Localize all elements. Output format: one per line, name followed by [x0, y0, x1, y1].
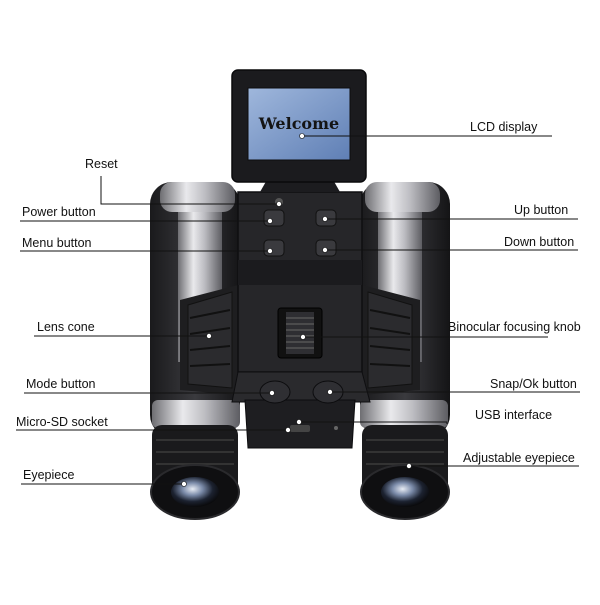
right-barrel-top-ring: [365, 182, 440, 212]
dot-eyepiece: [181, 481, 187, 487]
dot-usb-interface: [296, 419, 302, 425]
center-body: [231, 191, 371, 449]
right-lens-cone: [362, 285, 420, 395]
center-lower-plate: [231, 371, 371, 403]
mode-button[interactable]: [259, 380, 291, 404]
label-eyepiece: Eyepiece: [23, 468, 75, 482]
label-binocular-focusing-knob: Binocular focusing knob: [448, 320, 581, 334]
right-eyepiece: [360, 425, 450, 520]
left-barrel-lower-ring: [152, 400, 240, 428]
dot-micro-sd: [285, 427, 291, 433]
label-adjustable-eyepiece: Adjustable eyepiece: [463, 451, 575, 465]
label-snap-ok-button: Snap/Ok button: [490, 377, 577, 391]
left-lens-cone: [180, 285, 238, 395]
left-eyepiece: [150, 425, 240, 520]
line-reset: [100, 176, 279, 205]
dot-snap-ok-button: [327, 389, 333, 395]
lcd-screen: [247, 87, 351, 161]
label-usb-interface: USB interface: [475, 408, 553, 422]
label-down-button: Down button: [504, 235, 575, 249]
dot-mode-button: [269, 390, 275, 396]
dot-reset: [276, 201, 282, 207]
dot-lens-cone: [206, 333, 212, 339]
label-lcd-display: LCD display: [470, 120, 538, 134]
label-menu-button: Menu button: [22, 236, 92, 250]
line-usb-interface: [299, 421, 448, 424]
dot-up-button: [322, 216, 328, 222]
dot-menu-button: [267, 248, 273, 254]
lcd-welcome-text: Welcome: [258, 114, 339, 133]
callout-lines: [16, 135, 580, 485]
label-power-button: Power button: [22, 205, 96, 219]
usb-port: [290, 425, 310, 432]
label-micro-sd-socket: Micro-SD socket: [16, 415, 108, 429]
label-mode-button: Mode button: [26, 377, 96, 391]
center-divider: [238, 260, 362, 285]
callout-dots: [181, 133, 412, 487]
menu-button[interactable]: [263, 239, 285, 257]
dot-focusing-knob: [300, 334, 306, 340]
focusing-knob[interactable]: [277, 307, 323, 359]
right-barrel-lower-ring: [360, 400, 448, 428]
lcd-flip-screen: Welcome: [231, 69, 367, 192]
indicator-light: [334, 426, 338, 430]
dot-adjustable-eyepiece: [406, 463, 412, 469]
left-barrel-top-ring: [160, 182, 235, 212]
label-up-button: Up button: [514, 203, 569, 217]
label-lens-cone: Lens cone: [37, 320, 95, 334]
dot-lcd-display: [299, 133, 305, 139]
dot-down-button: [322, 247, 328, 253]
dot-power-button: [267, 218, 273, 224]
label-reset: Reset: [85, 157, 118, 171]
power-button[interactable]: [263, 209, 285, 227]
